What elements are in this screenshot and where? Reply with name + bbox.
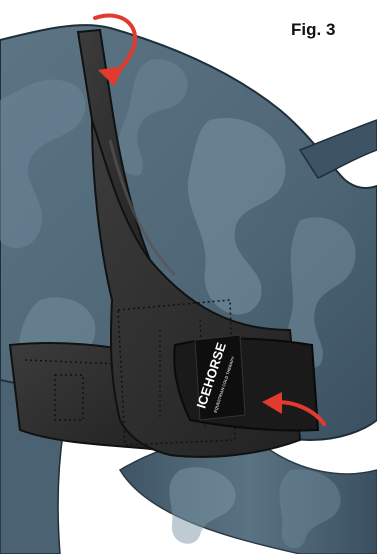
horse-tail	[300, 120, 377, 178]
horse-hindquarters	[0, 25, 377, 554]
figure-label: Fig. 3	[291, 20, 335, 40]
